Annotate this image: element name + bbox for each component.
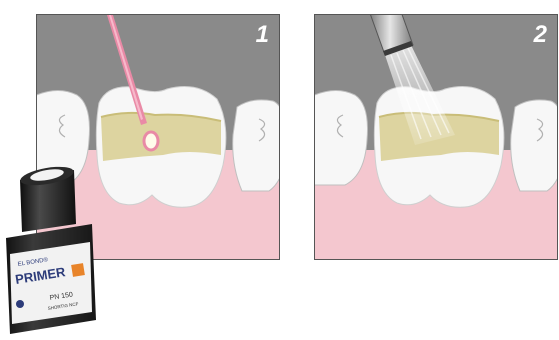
- primer-bottle: EL BOND® PRIMER PN 150 SHORTIG NCF: [0, 160, 120, 335]
- primer-bottle-illustration: EL BOND® PRIMER PN 150 SHORTIG NCF: [0, 160, 120, 335]
- step-2-number: 2: [534, 23, 547, 47]
- step-1-number: 1: [256, 23, 269, 47]
- step-2-panel: 2: [314, 14, 558, 260]
- brush-tip: [144, 132, 158, 150]
- hazard-symbol: [71, 263, 85, 277]
- step-2-illustration: [315, 15, 558, 260]
- right-tooth: [511, 100, 558, 191]
- right-tooth: [233, 100, 280, 191]
- logo-mark: [16, 300, 24, 308]
- left-tooth: [315, 90, 368, 185]
